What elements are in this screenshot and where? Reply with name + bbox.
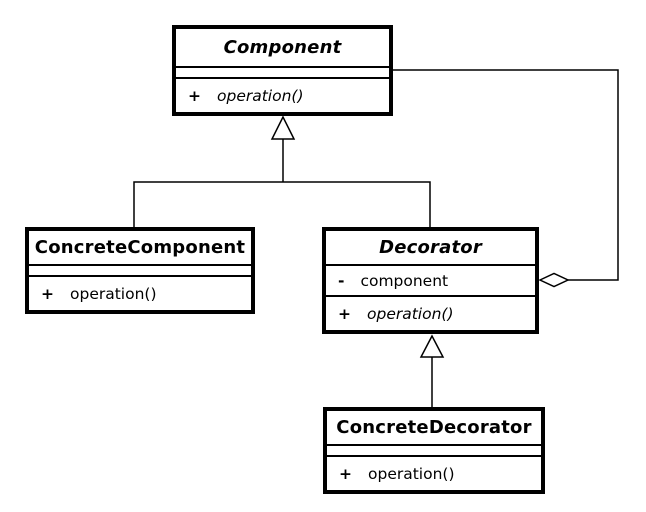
aggregation-line xyxy=(393,69,619,281)
operation-row: + operation() xyxy=(176,79,389,112)
class-name: ConcreteDecorator xyxy=(327,411,541,446)
operation-name: operation() xyxy=(217,86,304,105)
operation-name: operation() xyxy=(70,284,157,303)
class-name: ConcreteComponent xyxy=(29,231,251,266)
class-box-concrete-component: ConcreteComponent + operation() xyxy=(25,227,255,314)
class-name: Decorator xyxy=(326,231,535,266)
operations-compartment: + operation() xyxy=(326,297,535,330)
generalization-branch-line xyxy=(133,181,431,227)
class-box-component: Component + operation() xyxy=(172,25,393,116)
operation-name: operation() xyxy=(367,304,454,323)
aggregation-diamond-icon xyxy=(538,272,570,288)
operation-row: + operation() xyxy=(29,277,251,310)
visibility-symbol: + xyxy=(339,464,352,483)
generalization-arrowhead-icon xyxy=(419,334,445,358)
attribute-name: component xyxy=(360,271,449,290)
operations-compartment: + operation() xyxy=(176,79,389,112)
attributes-compartment: - component xyxy=(326,266,535,297)
operation-row: + operation() xyxy=(327,457,541,490)
operation-name: operation() xyxy=(368,464,455,483)
operations-compartment: + operation() xyxy=(327,457,541,490)
visibility-symbol: + xyxy=(41,284,54,303)
class-box-decorator: Decorator - component + operation() xyxy=(322,227,539,334)
visibility-symbol: - xyxy=(338,271,345,290)
operations-compartment: + operation() xyxy=(29,277,251,310)
visibility-symbol: + xyxy=(188,86,201,105)
generalization-arrowhead-icon xyxy=(270,115,296,140)
visibility-symbol: + xyxy=(338,304,351,323)
attribute-row: - component xyxy=(326,266,535,295)
class-box-concrete-decorator: ConcreteDecorator + operation() xyxy=(323,407,545,494)
attributes-compartment xyxy=(327,446,541,457)
operation-row: + operation() xyxy=(326,297,535,330)
attributes-compartment xyxy=(29,266,251,277)
class-name: Component xyxy=(176,29,389,68)
attributes-compartment xyxy=(176,68,389,79)
